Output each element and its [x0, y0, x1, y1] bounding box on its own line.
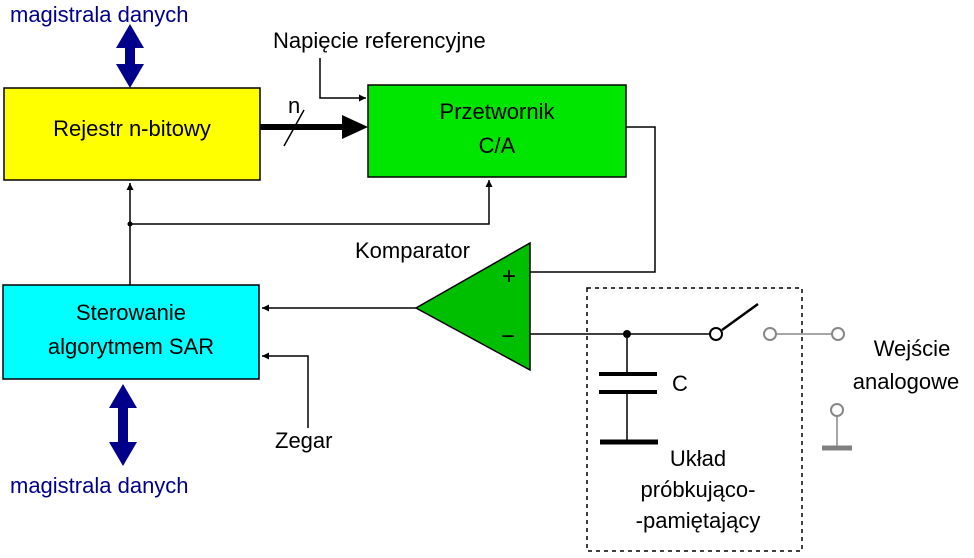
bottom-bus-arrow	[109, 384, 137, 466]
dac-label-line2: C/A	[479, 133, 516, 158]
sar-control-wires	[126, 180, 493, 285]
analog-input-label-line2: analogowe	[853, 369, 959, 394]
register-block	[3, 87, 261, 181]
comparator-triangle	[414, 241, 531, 372]
sample-hold-label-line3: -pamiętający	[636, 508, 761, 533]
sar-block	[2, 284, 260, 380]
sample-hold-label-line1: Układ	[670, 446, 726, 471]
capacitor-symbol	[599, 334, 658, 445]
analog-input-label-line1: Wejście	[874, 336, 951, 361]
comparator-label: Komparator	[355, 238, 470, 263]
sar-label-line2: algorytmem SAR	[48, 334, 214, 359]
dac-block	[367, 84, 627, 178]
dac-output-wire	[530, 126, 656, 273]
analog-input-terminal	[763, 327, 845, 341]
clock-label: Zegar	[275, 428, 332, 453]
register-label: Rejestr n-bitowy	[53, 116, 211, 141]
reference-voltage-wire	[319, 58, 366, 102]
dac-label-line1: Przetwornik	[440, 99, 556, 124]
bottom-bus-label: magistrala danych	[10, 473, 189, 498]
top-bus-arrow	[116, 24, 144, 88]
top-bus-label: magistrala danych	[10, 2, 189, 27]
bus-width-label: n	[288, 93, 300, 118]
ground-symbol	[822, 403, 852, 451]
sample-hold-box	[586, 287, 803, 552]
sar-label-line1: Sterowanie	[76, 300, 186, 325]
comparator-minus: −	[501, 323, 515, 350]
n-bit-bus	[260, 109, 368, 147]
comparator-plus: +	[502, 263, 516, 290]
capacitor-label: C	[672, 371, 688, 396]
reference-voltage-label: Napięcie referencyjne	[273, 28, 486, 53]
sample-hold-label-line2: próbkująco-	[641, 477, 756, 502]
sampling-switch	[709, 302, 759, 341]
clock-wire	[262, 352, 309, 428]
